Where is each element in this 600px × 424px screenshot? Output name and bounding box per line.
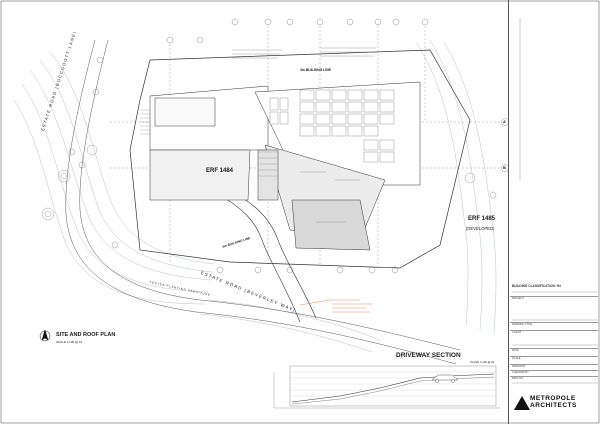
title-block-key: DRAWN BY bbox=[512, 365, 526, 368]
firm-name-line-1: METROPOLE bbox=[530, 395, 576, 402]
title-block-lines bbox=[512, 18, 598, 384]
site-plan-title: SITE AND ROOF PLAN bbox=[56, 332, 116, 338]
stair-hatch bbox=[140, 109, 278, 177]
title-block-row bbox=[510, 370, 598, 371]
title-block-key: CHECKED BY bbox=[512, 371, 529, 374]
title-block-row bbox=[510, 376, 598, 377]
title-block-key: DWG NO bbox=[512, 377, 523, 380]
contour-lines bbox=[13, 39, 497, 353]
title-block-row bbox=[510, 330, 598, 331]
title-block-row bbox=[510, 348, 598, 349]
title-block-heading: BUILDING CLASSIFICATION: H4 bbox=[512, 284, 561, 288]
roads bbox=[65, 39, 461, 365]
car-icon bbox=[431, 374, 459, 383]
site-boundary bbox=[129, 49, 471, 269]
erf-1484-label: ERF 1484 bbox=[206, 168, 234, 174]
title-block-row bbox=[510, 364, 598, 365]
firm-name-line-2: ARCHITECTS bbox=[530, 402, 577, 409]
grid-bubbles-left bbox=[68, 56, 119, 249]
north-arrow-icon bbox=[39, 329, 51, 342]
title-block-key: DATE bbox=[512, 349, 519, 352]
grid-bubbles-top bbox=[166, 18, 429, 44]
driveway-section-drawing bbox=[289, 365, 497, 407]
section-axis bbox=[273, 372, 500, 409]
title-block-row bbox=[510, 356, 598, 357]
title-block-key: CLIENT bbox=[512, 331, 522, 334]
title-block-row bbox=[510, 322, 598, 323]
grid-bubbles-right bbox=[489, 118, 509, 199]
title-block-key: PROJECT bbox=[512, 297, 525, 300]
plan-note-lines bbox=[232, 47, 376, 223]
firm-logo-text: METROPOLE ARCHITECTS bbox=[530, 395, 577, 409]
trees bbox=[41, 144, 476, 221]
building-line-label: 3m BUILDING LINE bbox=[300, 68, 331, 72]
title-block bbox=[508, 0, 600, 424]
driveway bbox=[209, 187, 317, 323]
erf-1485-label: ERF 1485 bbox=[468, 216, 496, 222]
solar-panels bbox=[269, 89, 395, 163]
grid-letter-a: A bbox=[503, 119, 506, 124]
metropole-logo-icon bbox=[514, 396, 530, 410]
title-block-key: DRAWING TITLE bbox=[512, 323, 533, 326]
red-callout bbox=[299, 299, 372, 313]
title-block-row bbox=[510, 296, 598, 297]
erf-1485-note: (DEVELOPED) bbox=[466, 226, 495, 231]
grid-letter-b: B bbox=[503, 165, 506, 170]
title-block-key: SCALE bbox=[512, 357, 521, 360]
grid-bubbles-bottom bbox=[216, 266, 399, 274]
driveway-section-title: DRIVEWAY SECTION bbox=[396, 352, 461, 359]
site-plan-scale: SCALE 1:100 @ A1 bbox=[56, 340, 83, 344]
driveway-section-scale: SCALE 1:100 @ A1 bbox=[470, 360, 495, 364]
